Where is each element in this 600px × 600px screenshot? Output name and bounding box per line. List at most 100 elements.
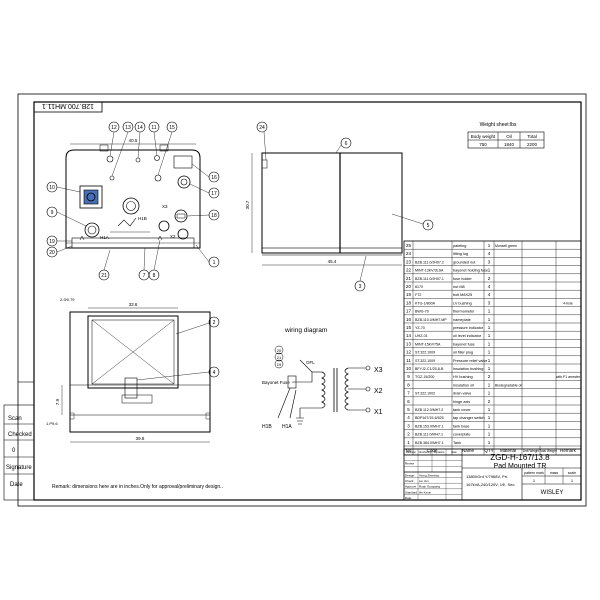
spec-line-1: 13800Grd Y/7968V, Pri. xyxy=(466,474,508,479)
callout-11: 11 xyxy=(148,121,160,157)
parts-cell: BZB.111.0/JH07.2 xyxy=(415,260,444,264)
svg-text:10: 10 xyxy=(49,185,55,191)
parts-cell: BDP167/15-6/525 xyxy=(415,416,444,420)
parts-cell: thermometer xyxy=(453,310,475,314)
scale-value: 1 xyxy=(571,478,574,483)
side-label-signature: Signature xyxy=(6,465,32,471)
parts-cell: BZB.111.0/MH7.1 xyxy=(415,433,443,437)
parts-cell: nut M8 xyxy=(453,285,465,289)
parts-cell: 1 xyxy=(488,325,491,330)
parts-cell: 1 xyxy=(488,350,491,355)
parts-cell: 14 xyxy=(406,333,412,338)
drawing-number: 12B.700.MH11.1 xyxy=(42,102,94,109)
parts-header: Name xyxy=(462,448,475,453)
parts-cell: 1 xyxy=(488,440,491,445)
callout-4: 4 xyxy=(136,366,220,381)
wiring-x3: X3 xyxy=(374,367,383,374)
stage-scale: scale xyxy=(568,471,576,475)
side-label-scan: Scan xyxy=(8,416,22,422)
parts-cell: pressure indicator xyxy=(453,326,484,330)
svg-text:2: 2 xyxy=(213,320,216,326)
parts-cell: KTG-1/800A xyxy=(415,301,436,305)
wiring-x2: X2 xyxy=(374,388,383,395)
parts-cell: ST.322.1002 xyxy=(415,392,435,396)
svg-text:19: 19 xyxy=(277,362,282,367)
callout-24: 24 xyxy=(256,121,268,161)
parts-cell: insulation oil xyxy=(453,383,474,387)
parts-cell: 1 xyxy=(488,366,491,371)
parts-cell: MINT-13KV/3LSA xyxy=(415,269,444,273)
callout-18: 18 xyxy=(186,209,220,221)
parts-cell: 8170 xyxy=(415,285,423,289)
parts-cell: 15 xyxy=(406,325,412,330)
svg-text:8: 8 xyxy=(153,273,156,279)
parts-cell: painting xyxy=(453,244,466,248)
dim-side-depth: 45.4 xyxy=(328,259,337,264)
parts-cell: 1 xyxy=(488,391,491,396)
parts-cell: 1 xyxy=(488,432,491,437)
wiring-callout-19: 19 xyxy=(274,359,284,369)
parts-cell: 2 xyxy=(488,399,491,404)
parts-cell: hinge axis xyxy=(453,400,470,404)
parts-cell: BZB.112.0/MH7.2 xyxy=(415,408,443,412)
remark-text: Remark: dimensions here are in inches.On… xyxy=(52,484,223,490)
role-name: Liu Jun xyxy=(419,479,429,483)
parts-header: QTY xyxy=(484,448,493,453)
parts-cell: BZB.110.0/MH7.MP xyxy=(415,318,447,322)
side-view: 30.7 45.4 24 6 5 3 xyxy=(245,121,434,292)
parts-cell: BFYJ2-C1/25-8-B xyxy=(415,367,444,371)
svg-text:11: 11 xyxy=(151,125,156,131)
weight-header-total: Total xyxy=(527,134,537,139)
product-name: Pad Mounted TR xyxy=(494,463,547,470)
parts-cell: 1 xyxy=(488,341,491,346)
callout-9: 9 xyxy=(46,206,87,227)
parts-cell: 21 xyxy=(406,276,412,281)
parts-cell: oil filler plug xyxy=(453,351,473,355)
role-name: He Kexin xyxy=(419,490,432,494)
wiring-h1b: H1B xyxy=(262,424,272,430)
parts-header: Unit Weight xyxy=(523,449,540,453)
side-label-checked: Checked xyxy=(8,432,32,438)
callout-6: 6 xyxy=(335,137,352,154)
parts-cell: 1 xyxy=(488,358,491,363)
lower-view: 33.6 2-Φ0.79 39.8 7.9 1.P9.6 2 4 xyxy=(46,297,220,443)
wiring-diagram: wiring diagram 20 21 19 OFL Bayonet Fuse… xyxy=(262,327,383,430)
callout-3: 3 xyxy=(354,255,367,292)
parts-cell: 3 xyxy=(488,300,491,305)
wiring-x1: X1 xyxy=(374,409,383,416)
parts-header: Code xyxy=(427,448,438,453)
parts-cell: Biodegradable oil xyxy=(495,383,522,387)
parts-cell: 23 xyxy=(406,259,412,264)
parts-cell: 11 xyxy=(406,358,411,363)
parts-cell: insulation bushing xyxy=(453,367,483,371)
parts-cell: 17 xyxy=(406,309,412,314)
parts-cell: bayonet holding fuse xyxy=(453,269,488,273)
svg-text:15: 15 xyxy=(169,125,175,131)
weight-header-oil: Oil xyxy=(506,134,512,139)
label-x3: X3 xyxy=(162,204,168,209)
role-label: Date xyxy=(405,496,412,500)
parts-cell: FT2 xyxy=(415,293,421,297)
callout-12: 12 xyxy=(108,121,120,157)
svg-text:20: 20 xyxy=(49,250,55,256)
parts-cell: 9 xyxy=(407,374,410,379)
parts-cell: nameplate xyxy=(453,318,471,322)
parts-cell: 4 xyxy=(488,292,491,297)
role-col-header: Revision xyxy=(406,450,417,454)
parts-cell: 13 xyxy=(406,341,412,346)
parts-cell: bayonet fuse xyxy=(453,342,475,346)
wiring-h1a: H1A xyxy=(282,424,292,430)
front-view: 40.5 xyxy=(46,121,220,281)
wiring-bayonet-fuse: Bayonet Fuse xyxy=(262,380,290,385)
parts-cell: oil level indicator xyxy=(453,334,482,338)
parts-cell: 2 xyxy=(407,432,410,437)
wiring-callout-21: 21 xyxy=(274,352,284,362)
parts-cell: with F1 arrester xyxy=(556,375,581,379)
parts-cell: 2 xyxy=(488,374,491,379)
callout-17: 17 xyxy=(189,183,220,199)
parts-cell: 2 xyxy=(488,276,491,281)
parts-cell: MINT-15kV/75A xyxy=(415,342,441,346)
weight-value-body: 750 xyxy=(479,142,487,147)
svg-text:19: 19 xyxy=(49,239,55,245)
svg-text:24: 24 xyxy=(259,125,265,131)
